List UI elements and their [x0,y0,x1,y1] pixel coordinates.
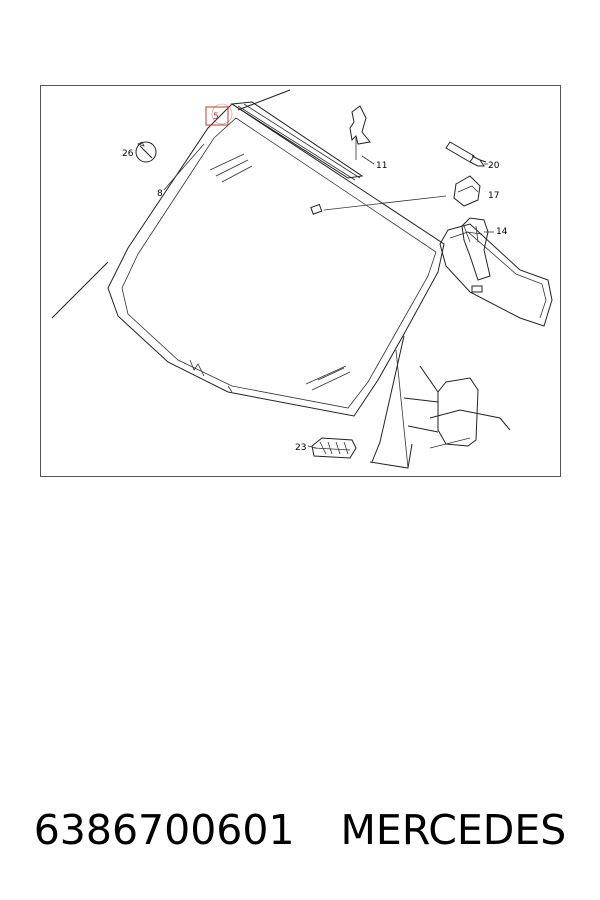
callout-26[interactable]: 26 [122,149,134,159]
mirror-mount [461,217,491,281]
side-mirror [403,365,479,447]
callout-17[interactable]: 17 [488,191,499,201]
body-edge-line-left [51,261,109,319]
callout-5-marker [211,103,233,125]
leader-11 [361,155,375,165]
callout-5[interactable]: 5 [213,112,219,122]
a-pillar-frame [369,335,511,469]
leader-8 [163,143,205,191]
callout-8[interactable]: 8 [157,189,163,199]
parts-diagram-frame [40,85,561,477]
roof-trim-strip [230,101,364,181]
wrench-icon [135,141,157,163]
callout-23[interactable]: 23 [295,443,306,453]
bracket-part [311,437,357,459]
leader-23 [307,445,317,449]
mirror-clip [471,285,483,293]
part-number: 6386700601 [33,806,295,854]
leader-17 [323,195,447,211]
body-edge-line-top [237,89,291,111]
callout-20[interactable]: 20 [488,161,500,171]
callout-5-highlight-box [205,106,229,126]
callout-11[interactable]: 11 [376,161,387,171]
brand-name: MERCEDES [340,806,567,854]
part-caption: 6386700601 MERCEDES [0,800,600,860]
trim-clip [349,105,371,160]
rearview-mirror [439,217,553,327]
sensor-pad [310,203,323,215]
cover-cap [453,175,481,207]
windshield-glass [107,103,445,417]
adhesive-tube [445,141,487,167]
callout-14[interactable]: 14 [496,227,508,237]
